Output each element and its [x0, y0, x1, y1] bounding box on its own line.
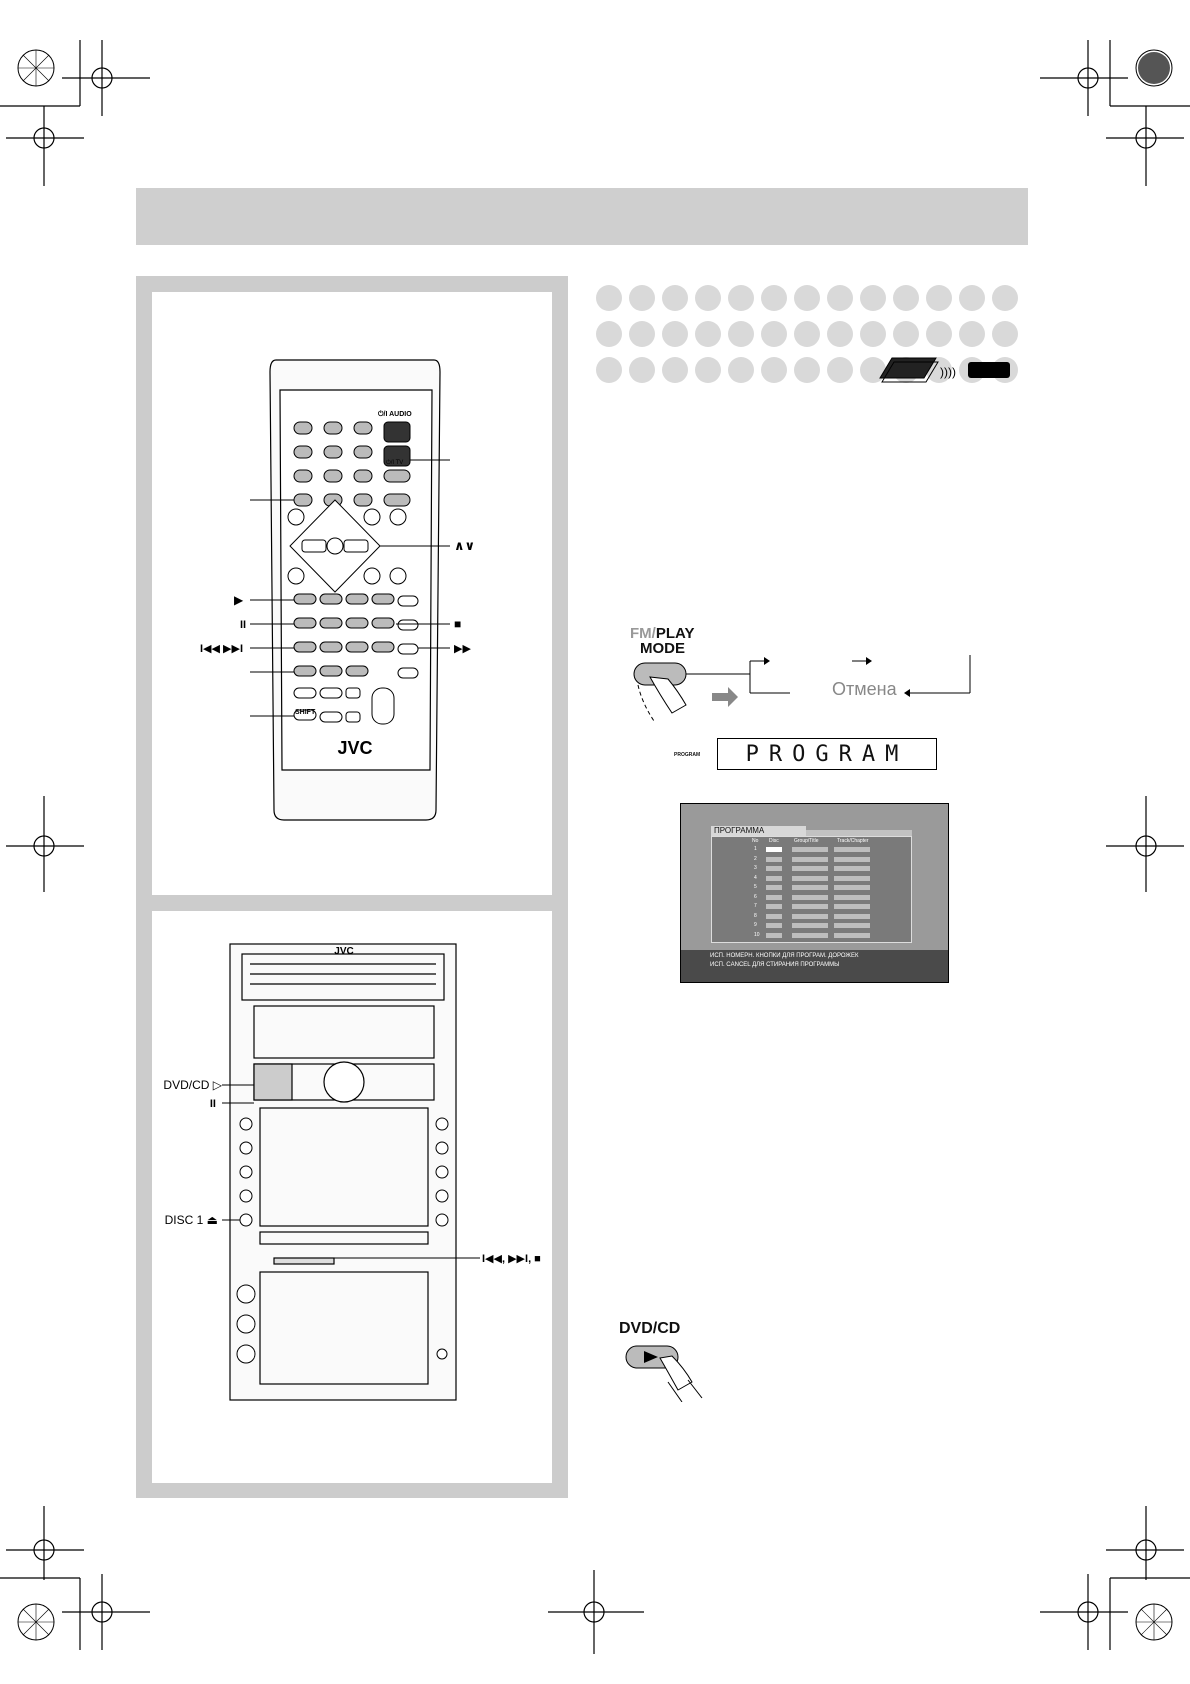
- osd-cell: [834, 847, 870, 852]
- fm-play-mode-key-label: FM/PLAY MODE: [630, 626, 694, 656]
- program-display-text: PROGRAM: [745, 741, 909, 767]
- play-label: PLAY: [655, 625, 695, 642]
- osd-table-row: 3: [712, 865, 911, 873]
- remote-up-down-label: ∧∨: [454, 538, 475, 553]
- remote-control-illustration: ⏻/I AUDIO ⏻/I TV SHIFT JVC ▶ II I◀◀ ▶▶I …: [200, 359, 475, 821]
- osd-table-row: 6: [712, 894, 911, 902]
- remote-ffwd-icon: ▶▶: [454, 643, 471, 655]
- osd-row-number: 4: [754, 874, 757, 881]
- unit-skip-stop-label: I◀◀, ▶▶I, ■: [482, 1253, 541, 1265]
- osd-message-line2: ИСП. CANCEL ДЛЯ СТИРАНИЯ ПРОГРАММЫ: [710, 962, 840, 968]
- osd-cell: [792, 923, 828, 928]
- osd-table: No Disc Group/Title Track/Chapter 1 2 3 4 5 6…: [711, 836, 912, 943]
- osd-cell: [766, 847, 782, 852]
- osd-cell: [792, 847, 828, 852]
- osd-row-number: 8: [754, 912, 757, 919]
- osd-cell: [792, 913, 828, 919]
- osd-cell: [766, 894, 782, 900]
- osd-cell: [834, 932, 870, 938]
- svg-text:)))): )))): [940, 365, 956, 379]
- remote-play-icon: ▶: [234, 593, 244, 607]
- osd-row-number: 9: [754, 922, 757, 928]
- osd-cell: [766, 923, 782, 928]
- unit-disc1-label: DISC 1 ⏏: [165, 1213, 218, 1227]
- main-unit-illustration: JVC DVD/CD ▷ II DISC 1 ⏏ I◀◀, ▶▶I, ■: [163, 943, 541, 1401]
- osd-table-row: 7: [712, 903, 911, 911]
- osd-cell: [792, 856, 828, 862]
- osd-message-line1: ИСП. НОМЕРН. КНОПКИ ДЛЯ ПРОГРАМ. ДОРОЖЕК: [710, 953, 859, 959]
- remote-brand-logo: JVC: [337, 738, 372, 758]
- osd-col-track: Track/Chapter: [837, 838, 869, 844]
- remote-shift-label: SHIFT: [295, 709, 316, 716]
- osd-table-row: 10: [712, 932, 911, 940]
- remote-pause-icon: II: [240, 619, 246, 631]
- mode-label: MODE: [640, 640, 685, 657]
- remote-stop-icon: ■: [454, 617, 461, 631]
- osd-tab: ПРОГРАММА: [711, 826, 806, 836]
- osd-row-number: 1: [754, 846, 757, 852]
- osd-cell: [766, 904, 782, 909]
- remote-power-audio-label: ⏻/I AUDIO: [378, 410, 412, 418]
- osd-row-number: 6: [754, 893, 757, 900]
- osd-cell: [792, 932, 828, 938]
- osd-cell: [766, 866, 782, 871]
- osd-cell: [792, 866, 828, 871]
- osd-tab-rest: [806, 830, 912, 836]
- osd-cell: [834, 904, 870, 909]
- play-mode-flow: [633, 655, 971, 722]
- osd-cell: [766, 875, 782, 881]
- osd-row-number: 3: [754, 865, 757, 871]
- osd-cell: [792, 885, 828, 890]
- osd-message-bar: ИСП. НОМЕРН. КНОПКИ ДЛЯ ПРОГРАМ. ДОРОЖЕК…: [681, 950, 948, 982]
- cancel-label: Отмена: [832, 679, 897, 699]
- unit-brand-logo: JVC: [334, 946, 353, 957]
- osd-cell: [766, 932, 782, 938]
- osd-cell: [834, 894, 870, 900]
- osd-table-row: 8: [712, 913, 911, 921]
- osd-cell: [834, 875, 870, 881]
- unit-pause-label: II: [210, 1098, 216, 1110]
- osd-row-number: 5: [754, 884, 757, 890]
- osd-row-number: 10: [754, 931, 760, 938]
- dvdcd-button-label: DVD/CD: [619, 1320, 681, 1337]
- osd-table-row: 4: [712, 875, 911, 883]
- osd-cell: [766, 856, 782, 862]
- osd-cell: [834, 913, 870, 919]
- osd-cell: [792, 875, 828, 881]
- osd-table-row: 5: [712, 884, 911, 892]
- osd-row-number: 2: [754, 855, 757, 862]
- remote-skip-icon: I◀◀ ▶▶I: [200, 643, 243, 655]
- osd-cell: [792, 904, 828, 909]
- osd-program-screen: ПРОГРАММА No Disc Group/Title Track/Chap…: [680, 803, 949, 983]
- osd-col-disc: Disc: [769, 838, 779, 844]
- fm-label: FM/: [630, 625, 656, 642]
- remote-power-tv-label: ⏻/I TV: [386, 459, 403, 466]
- osd-cell: [834, 866, 870, 871]
- section-header-band: [136, 188, 1028, 245]
- dvdcd-play-button: [625, 1345, 703, 1402]
- osd-table-row: 1: [712, 846, 911, 854]
- osd-row-number: 7: [754, 903, 757, 909]
- osd-cell: [834, 923, 870, 928]
- osd-cell: [766, 885, 782, 890]
- osd-cell: [834, 885, 870, 890]
- osd-table-row: 9: [712, 922, 911, 930]
- program-display: PROGRAM: [717, 738, 937, 770]
- remote-sensor-pictogram: )))): [879, 357, 1010, 383]
- osd-cell: [834, 856, 870, 862]
- osd-table-row: 2: [712, 856, 911, 864]
- osd-col-group: Group/Title: [794, 838, 819, 844]
- osd-cell: [792, 894, 828, 900]
- osd-col-no: No: [752, 838, 759, 844]
- unit-dvdcd-label: DVD/CD ▷: [163, 1078, 222, 1092]
- program-indicator-label: PROGRAM: [674, 752, 701, 758]
- osd-cell: [766, 913, 782, 919]
